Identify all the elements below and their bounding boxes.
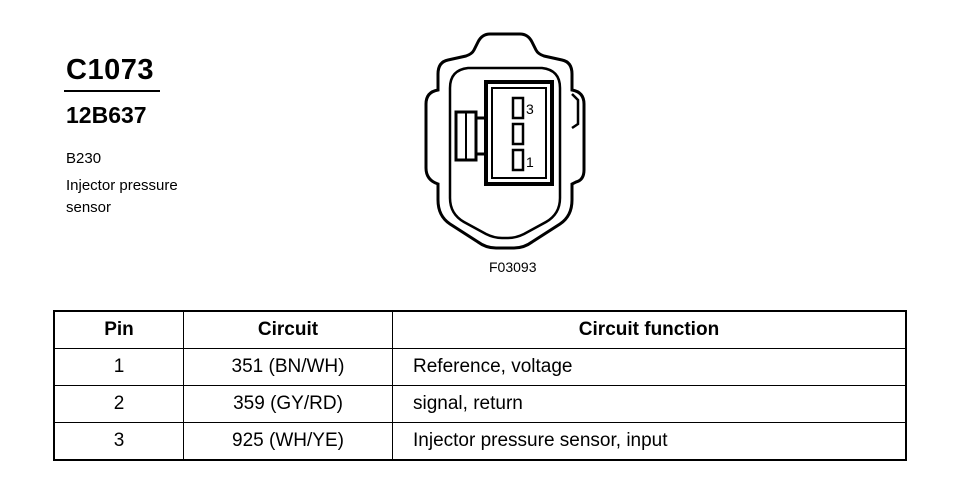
terminal-block (484, 80, 554, 186)
connector-id-underline (64, 90, 160, 92)
table-header-row: Pin Circuit Circuit function (53, 310, 907, 349)
header-circuit: Circuit (183, 310, 393, 349)
pin-label-1: 1 (526, 154, 534, 170)
cell-function: signal, return (392, 385, 907, 423)
component-code: B230 (66, 150, 102, 167)
pin-cavity-2 (511, 122, 525, 146)
table-row: 2 359 (GY/RD) signal, return (53, 385, 907, 423)
connector-id: C1073 (66, 54, 154, 86)
part-number: 12B637 (66, 102, 147, 128)
figure-id: F03093 (489, 259, 537, 275)
cell-function: Reference, voltage (392, 348, 907, 386)
right-latch (571, 93, 580, 130)
connector-housing (424, 32, 586, 250)
table-row: 1 351 (BN/WH) Reference, voltage (53, 348, 907, 386)
pin-label-3: 3 (526, 101, 534, 117)
connector-inner-wall (448, 66, 562, 240)
cell-function: Injector pressure sensor, input (392, 422, 907, 461)
header-circuit-function: Circuit function (392, 310, 907, 349)
connector-face-diagram: 3 1 (424, 32, 586, 250)
cell-pin: 3 (53, 422, 184, 461)
header-pin: Pin (53, 310, 184, 349)
pin-cavity-1 (511, 148, 525, 172)
pin-cavity-3 (511, 96, 525, 120)
cell-pin: 2 (53, 385, 184, 423)
cell-circuit: 359 (GY/RD) (183, 385, 393, 423)
table-row: 3 925 (WH/YE) Injector pressure sensor, … (53, 422, 907, 461)
component-description: Injector pressure sensor (66, 177, 178, 216)
pinout-table: Pin Circuit Circuit function 1 351 (BN/W… (53, 310, 907, 461)
cell-circuit: 925 (WH/YE) (183, 422, 393, 461)
cell-pin: 1 (53, 348, 184, 386)
cell-circuit: 351 (BN/WH) (183, 348, 393, 386)
